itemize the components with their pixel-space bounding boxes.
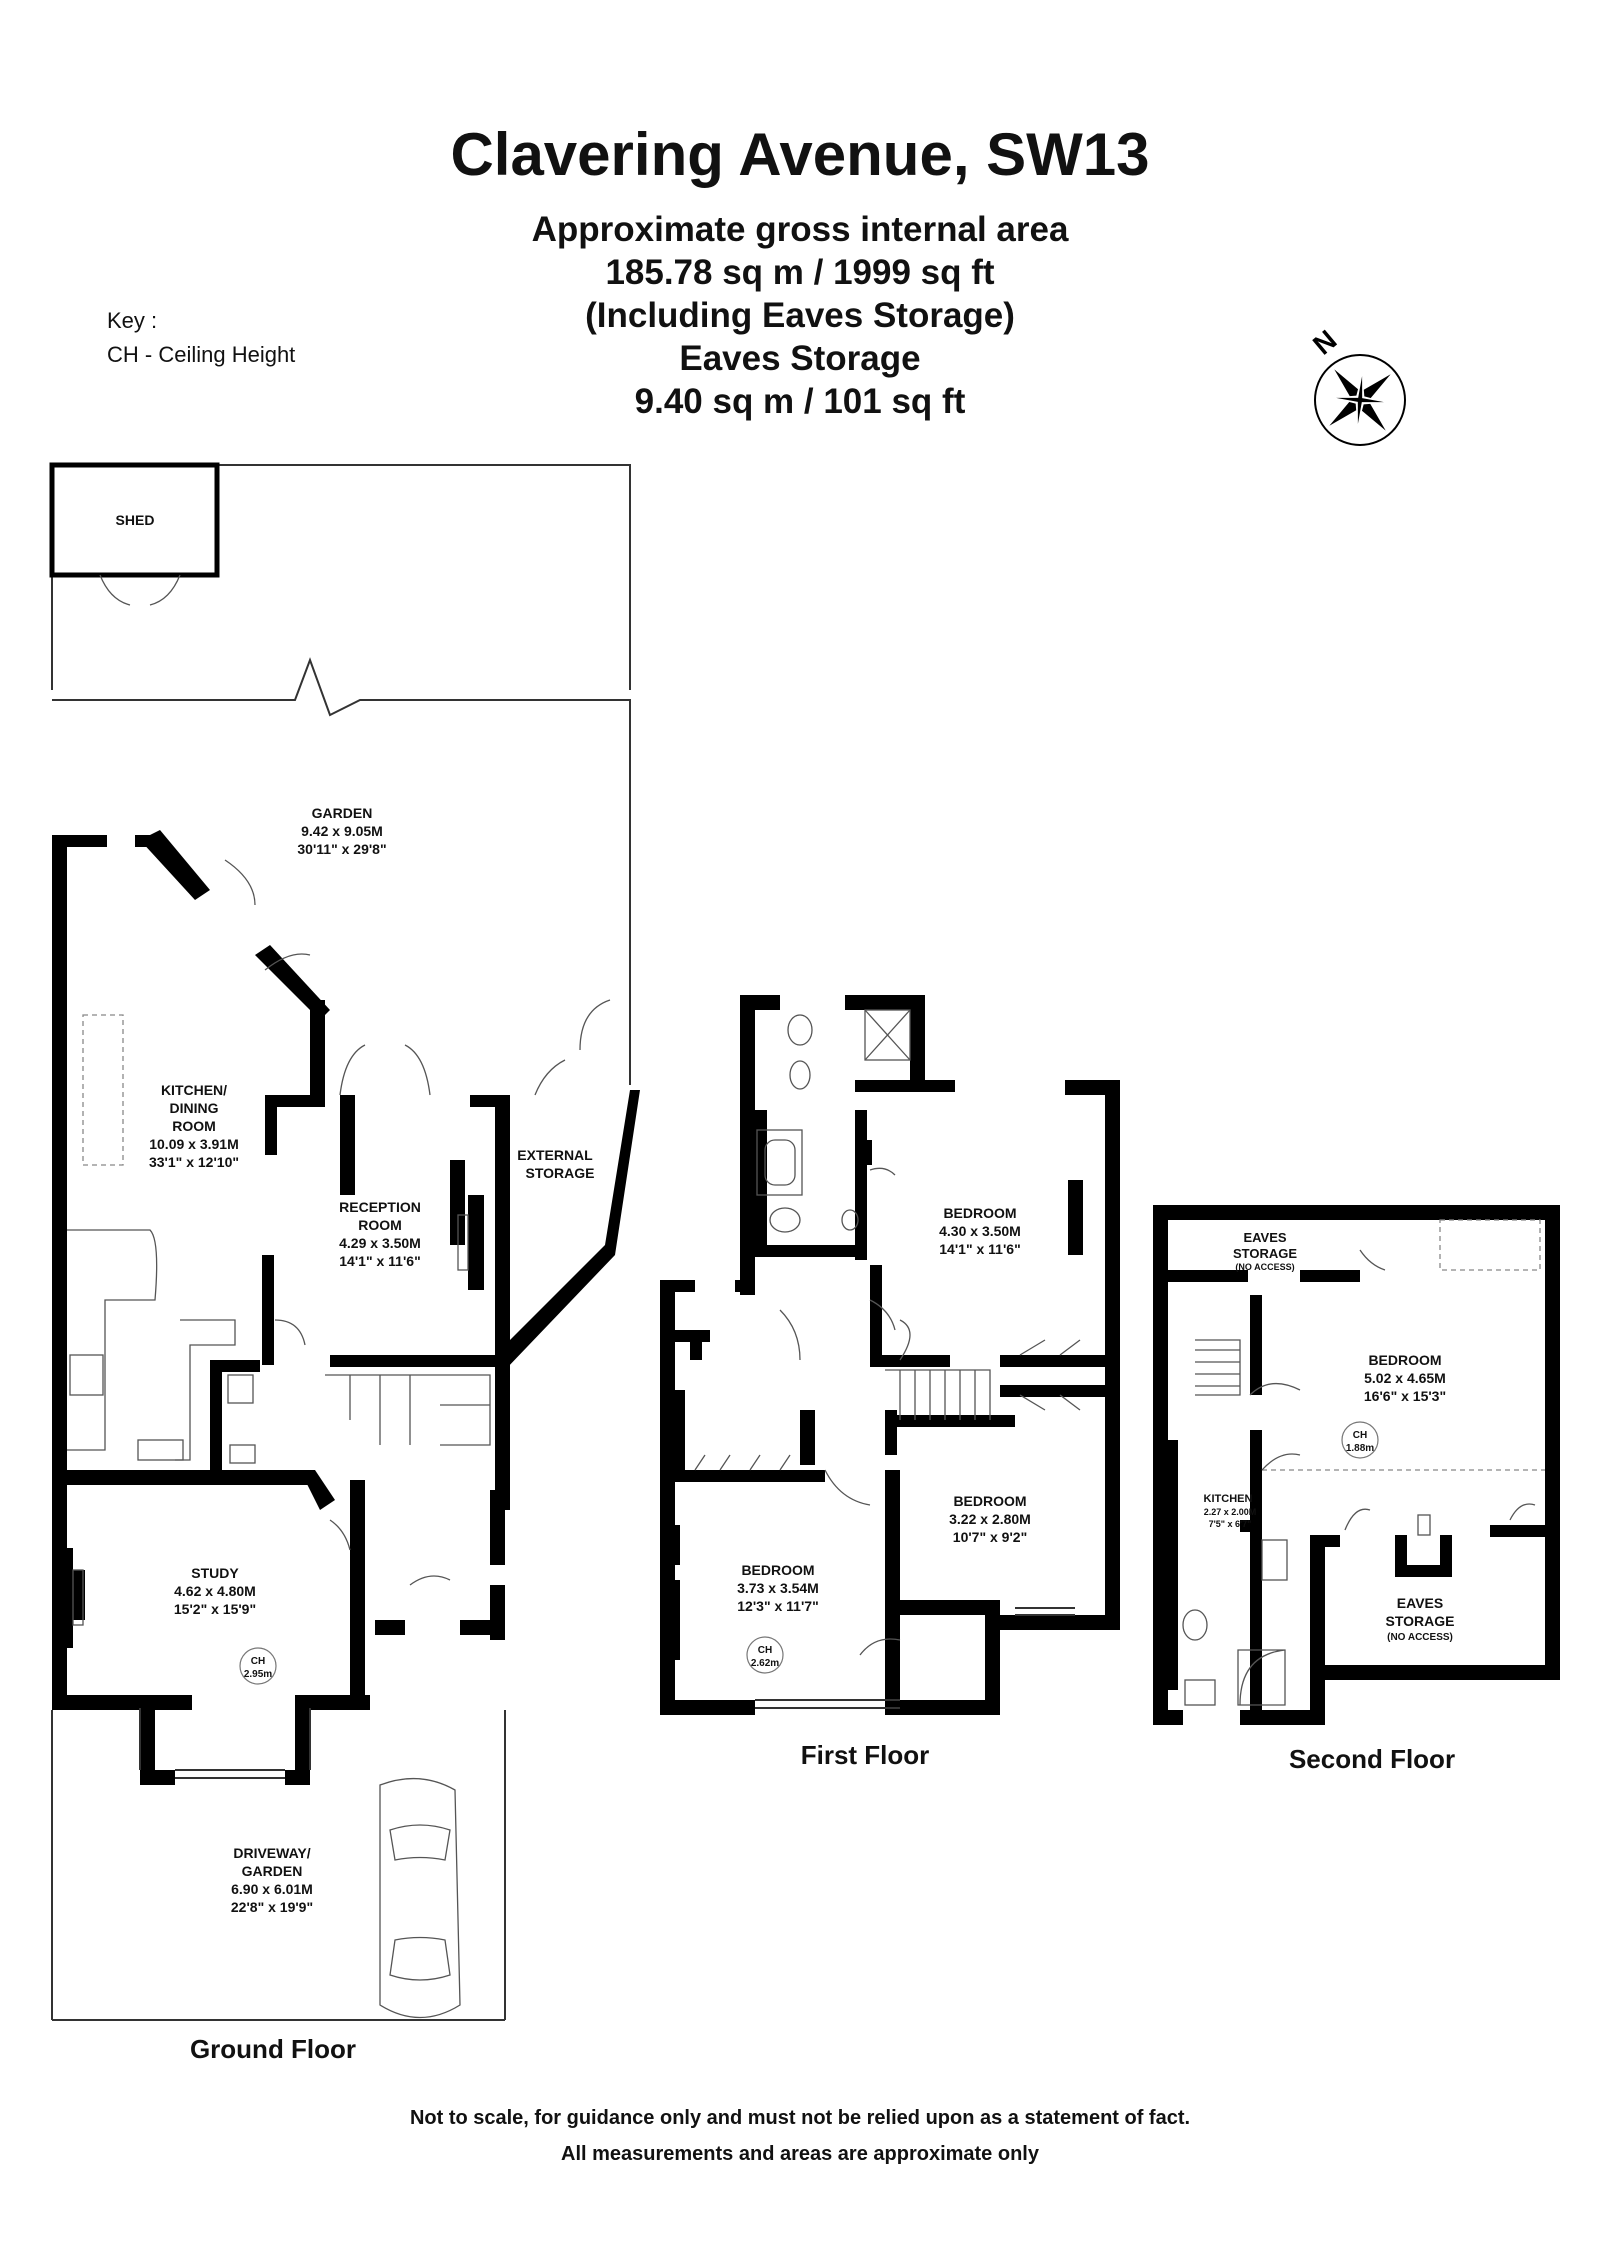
second-floor: EAVES STORAGE (NO ACCESS) BEDROOM 5.02 x… bbox=[1153, 1205, 1560, 1774]
ceiling-height-label: CH bbox=[251, 1656, 265, 1667]
room-imperial-bedroom-b: 10'7" x 9'2" bbox=[953, 1529, 1027, 1545]
room-metric-study: 4.62 x 4.80M bbox=[174, 1583, 256, 1599]
room-name-kitchen: ROOM bbox=[172, 1118, 216, 1134]
room-imperial-garden: 30'11" x 29'8" bbox=[297, 841, 386, 857]
key-item: CH - Ceiling Height bbox=[107, 342, 296, 367]
floor-label-second: Second Floor bbox=[1289, 1744, 1455, 1774]
area-line: (Including Eaves Storage) bbox=[585, 296, 1015, 335]
room-metric-bedroom-c: 3.73 x 3.54M bbox=[737, 1580, 819, 1596]
room-name-external-storage: EXTERNAL bbox=[517, 1147, 593, 1163]
page-title: Clavering Avenue, SW13 bbox=[450, 121, 1150, 188]
key-heading: Key : bbox=[107, 308, 158, 333]
room-name-kitchen: KITCHEN/ bbox=[161, 1082, 227, 1098]
legend-key: Key : CH - Ceiling Height bbox=[107, 304, 295, 372]
room-name-bedroom-a: BEDROOM bbox=[943, 1205, 1016, 1221]
floor-label-first: First Floor bbox=[801, 1740, 930, 1770]
room-metric-kitchen-second: 2.27 x 2.00M bbox=[1204, 1507, 1257, 1517]
room-metric-garden: 9.42 x 9.05M bbox=[301, 823, 383, 839]
area-line: 185.78 sq m / 1999 sq ft bbox=[605, 253, 995, 292]
room-imperial-bedroom-a: 14'1" x 11'6" bbox=[939, 1241, 1020, 1257]
room-imperial-kitchen-second: 7'5" x 6'7" bbox=[1209, 1519, 1252, 1529]
compass-north-label: N bbox=[1307, 324, 1342, 361]
room-metric-bedroom-second: 5.02 x 4.65M bbox=[1364, 1370, 1446, 1386]
room-metric-bedroom-b: 3.22 x 2.80M bbox=[949, 1511, 1031, 1527]
room-name-eaves-top: STORAGE bbox=[1233, 1246, 1297, 1261]
ground-floor: SHED GARDEN 9.42 x 9.05M 30'11" x 29'8" … bbox=[49, 462, 640, 2064]
room-name-eaves-top: EAVES bbox=[1243, 1230, 1286, 1245]
floor-label-ground: Ground Floor bbox=[190, 2034, 356, 2064]
room-imperial-study: 15'2" x 15'9" bbox=[174, 1601, 256, 1617]
room-name-driveway: GARDEN bbox=[242, 1863, 303, 1879]
ceiling-height-value: 2.95m bbox=[244, 1669, 272, 1680]
room-metric-kitchen: 10.09 x 3.91M bbox=[149, 1136, 239, 1152]
room-imperial-bedroom-second: 16'6" x 15'3" bbox=[1364, 1388, 1446, 1404]
first-floor: BEDROOM 4.30 x 3.50M 14'1" x 11'6" BEDRO… bbox=[660, 995, 1120, 1770]
room-note-eaves-top: (NO ACCESS) bbox=[1235, 1262, 1294, 1272]
room-name-reception: ROOM bbox=[358, 1217, 402, 1233]
disclaimer: Not to scale, for guidance only and must… bbox=[0, 2100, 1600, 2172]
ceiling-height-marker bbox=[239, 1647, 277, 1685]
room-name-kitchen-second: KITCHEN bbox=[1204, 1493, 1253, 1505]
room-name-shed: SHED bbox=[116, 512, 155, 528]
area-summary: Approximate gross internal area 185.78 s… bbox=[0, 208, 1600, 423]
room-imperial-kitchen: 33'1" x 12'10" bbox=[149, 1154, 239, 1170]
room-name-driveway: DRIVEWAY/ bbox=[233, 1845, 310, 1861]
area-line: 9.40 sq m / 101 sq ft bbox=[634, 382, 966, 421]
room-imperial-reception: 14'1" x 11'6" bbox=[339, 1253, 420, 1269]
area-line: Approximate gross internal area bbox=[531, 210, 1069, 249]
room-imperial-bedroom-c: 12'3" x 11'7" bbox=[737, 1598, 818, 1614]
room-name-study: STUDY bbox=[191, 1565, 239, 1581]
ceiling-height-marker bbox=[1341, 1421, 1379, 1459]
room-name-eaves-bottom: STORAGE bbox=[1386, 1613, 1455, 1629]
room-name-bedroom-b: BEDROOM bbox=[953, 1493, 1026, 1509]
ceiling-height-value: 1.88m bbox=[1346, 1443, 1374, 1454]
room-name-eaves-bottom: EAVES bbox=[1397, 1595, 1443, 1611]
room-imperial-driveway: 22'8" x 19'9" bbox=[231, 1899, 313, 1915]
room-name-reception: RECEPTION bbox=[339, 1199, 421, 1215]
ceiling-height-marker bbox=[746, 1636, 784, 1674]
ceiling-height-value: 2.62m bbox=[751, 1658, 779, 1669]
disclaimer-line: All measurements and areas are approxima… bbox=[561, 2143, 1039, 2165]
room-metric-reception: 4.29 x 3.50M bbox=[339, 1235, 421, 1251]
disclaimer-line: Not to scale, for guidance only and must… bbox=[409, 2107, 1191, 2129]
room-name-bedroom-c: BEDROOM bbox=[741, 1562, 814, 1578]
room-name-kitchen: DINING bbox=[170, 1100, 219, 1116]
room-name-bedroom-second: BEDROOM bbox=[1368, 1352, 1441, 1368]
compass-rose-icon: N bbox=[1307, 324, 1406, 446]
ceiling-height-label: CH bbox=[1353, 1430, 1367, 1441]
ceiling-height-label: CH bbox=[758, 1645, 772, 1656]
room-name-garden: GARDEN bbox=[312, 805, 373, 821]
room-metric-bedroom-a: 4.30 x 3.50M bbox=[939, 1223, 1021, 1239]
area-line: Eaves Storage bbox=[679, 339, 921, 378]
room-note-eaves-bottom: (NO ACCESS) bbox=[1387, 1632, 1453, 1643]
room-name-external-storage: STORAGE bbox=[526, 1165, 595, 1181]
room-metric-driveway: 6.90 x 6.01M bbox=[231, 1881, 313, 1897]
